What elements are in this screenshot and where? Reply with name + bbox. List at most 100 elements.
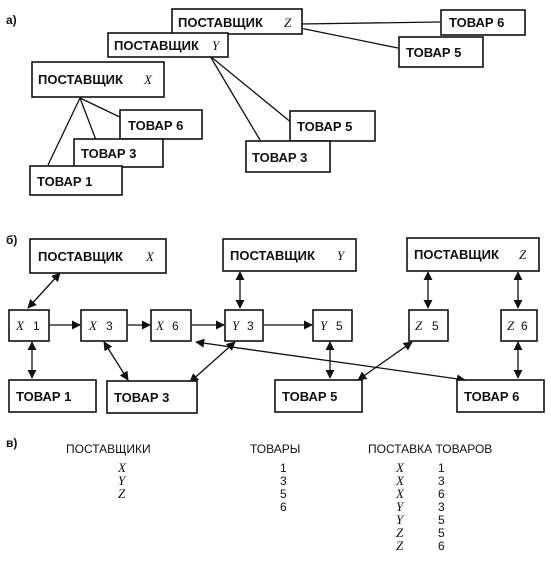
delivery-row-product: 1 [438,461,445,475]
product-box-3-b: ТОВАР 3 [106,380,198,414]
delivery-row-supplier: X [395,473,405,488]
supplier-z-box-b: ПОСТАВЩИК Z [406,237,540,272]
arrow-supplier-x-link-x1 [27,272,61,309]
supplier-y-b-var: Y [337,248,346,263]
supplier-x-box-a: ПОСТАВЩИК X [31,61,165,98]
supplier-z-label: ПОСТАВЩИК [178,15,263,30]
product1-x-box-a: ТОВАР 1 [29,165,123,196]
link-box-z6: Z 6 [500,309,538,342]
link-z5-var: Z [415,318,423,333]
supplier-x-var: X [143,72,153,87]
section-label-b: б) [6,233,17,247]
product-row: 3 [280,474,287,488]
delivery-row-product: 5 [438,513,445,527]
link-box-y3: Y 3 [224,309,264,342]
supplier-y-box-b: ПОСТАВЩИК Y [222,238,357,272]
supplier-x-label: ПОСТАВЩИК [38,72,123,87]
link-x6-num: 6 [172,319,179,333]
product3-x-box-a: ТОВАР 3 [73,138,164,168]
delivery-row-supplier: X [395,486,405,501]
product-row: 5 [280,487,287,501]
link-x1-num: 1 [33,319,40,333]
table-deliveries-header: ПОСТАВКА ТОВАРОВ [368,442,492,456]
arrow-y3-product3 [189,341,236,383]
link-box-x1: X 1 [8,309,50,342]
link-z5-num: 5 [432,319,439,333]
product5-z-box-a: ТОВАР 5 [398,36,484,68]
product-row: 1 [280,461,287,475]
link-z6-num: 6 [521,319,528,333]
supplier-y-b-label: ПОСТАВЩИК [230,248,315,263]
product-6-b-label: ТОВАР 6 [464,389,519,404]
section-label-c: в) [6,436,17,450]
supplier-z-b-label: ПОСТАВЩИК [414,247,499,262]
link-z6-var: Z [507,318,515,333]
link-x1-var: X [15,318,25,333]
delivery-row-supplier: Z [396,525,404,540]
supplier-row: X [117,460,127,475]
link-x-product6 [79,97,127,121]
delivery-row-supplier: Y [396,499,405,514]
table-products-header: ТОВАРЫ [250,442,300,456]
link-z-product6 [299,21,441,25]
link-box-x6: X 6 [150,309,192,342]
product-3-b-label: ТОВАР 3 [114,390,169,405]
supplier-x-box-b: ПОСТАВЩИК X [29,238,167,274]
supplier-y-label: ПОСТАВЩИК [114,38,199,53]
product6-z-box-a: ТОВАР 6 [440,9,526,36]
delivery-row-product: 6 [438,487,445,501]
supplier-x-b-label: ПОСТАВЩИК [38,249,123,264]
delivery-row-product: 5 [438,526,445,540]
link-y-product3 [209,55,261,141]
delivery-row-product: 6 [438,539,445,553]
table-suppliers-header: ПОСТАВЩИКИ [66,442,151,456]
link-x3-var: X [88,318,98,333]
product3-y-box-a: ТОВАР 3 [245,140,331,173]
product6-z-label: ТОВАР 6 [449,15,504,30]
supplier-z-var: Z [284,15,292,30]
product1-x-label: ТОВАР 1 [37,174,92,189]
delivery-row-supplier: X [395,460,405,475]
product3-x-label: ТОВАР 3 [81,146,136,161]
delivery-row-supplier: Y [396,512,405,527]
product5-y-label: ТОВАР 5 [297,119,352,134]
supplier-z-b-var: Z [519,247,527,262]
product3-y-label: ТОВАР 3 [252,150,307,165]
supplier-y-box-a: ПОСТАВЩИК Y [107,32,229,58]
delivery-row-product: 3 [438,474,445,488]
link-y-product5 [209,55,299,129]
diagram-b-arrows [27,271,523,384]
supplier-x-b-var: X [145,249,155,264]
product5-y-box-a: ТОВАР 5 [289,110,376,142]
link-x3-num: 3 [106,319,113,333]
diagram-a-connections [47,21,441,166]
delivery-row-product: 3 [438,500,445,514]
link-x6-var: X [155,318,165,333]
product6-x-label: ТОВАР 6 [128,118,183,133]
link-box-x3: X 3 [80,309,128,342]
link-y5-var: Y [320,318,329,333]
supplier-z-box-a: ПОСТАВЩИК Z [171,8,303,35]
product-5-b-label: ТОВАР 5 [282,389,337,404]
product-box-5-b: ТОВАР 5 [274,379,363,413]
product-box-1-b: ТОВАР 1 [8,379,97,413]
supplier-row: Y [118,473,127,488]
table-suppliers: ПОСТАВЩИКИ XYZ [66,442,151,501]
product-box-6-b: ТОВАР 6 [456,379,545,413]
link-x-product1 [47,97,81,166]
link-box-y5: Y 5 [312,309,353,342]
arrow-x3-product3 [103,341,129,381]
supplier-row: Z [118,486,126,501]
link-x-product3 [79,97,97,141]
link-box-z5: Z 5 [408,309,449,342]
supplier-y-var: Y [212,38,221,53]
link-z-product5 [299,27,399,49]
product5-z-label: ТОВАР 5 [406,45,461,60]
arrow-z5-product5 [357,341,413,381]
link-y5-num: 5 [336,319,343,333]
link-y3-num: 3 [247,319,254,333]
link-y3-var: Y [232,318,241,333]
product-row: 6 [280,500,287,514]
